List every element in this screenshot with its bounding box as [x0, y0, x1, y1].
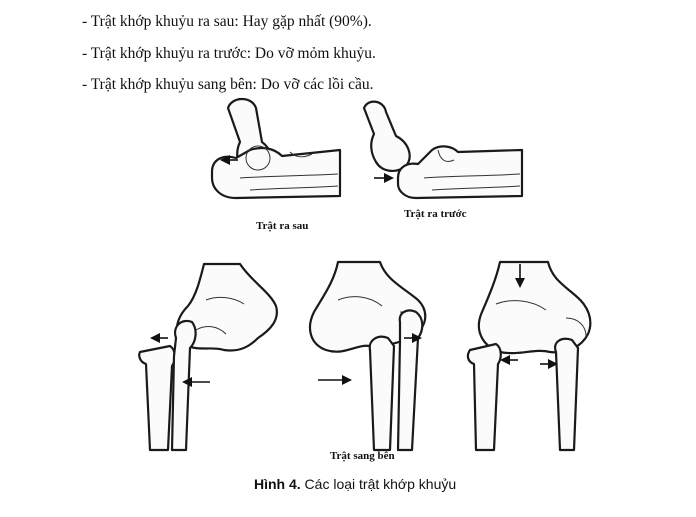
bullet-posterior: - Trật khớp khuỷu ra sau: Hay gặp nhất (… [82, 13, 372, 30]
bullet-lateral: - Trật khớp khuỷu sang bên: Do vỡ các lồ… [82, 76, 374, 93]
bullet-anterior: - Trật khớp khuỷu ra trước: Do vỡ mỏm kh… [82, 44, 376, 62]
caption-prefix: Hình 4. [254, 476, 301, 492]
elbow-dislocation-illustration [138, 97, 592, 452]
figure-caption: Hình 4. Các loại trật khớp khuỷu [254, 476, 456, 492]
lateral-dislocation-drawing-1 [138, 262, 278, 452]
caption-text: Các loại trật khớp khuỷu [300, 476, 457, 492]
label-posterior: Trật ra sau [256, 220, 309, 232]
anterior-dislocation-drawing [362, 100, 524, 200]
posterior-dislocation-drawing [210, 97, 342, 200]
label-lateral: Trật sang bên [330, 450, 395, 462]
bullet-list: - Trật khớp khuỷu ra sau: Hay gặp nhất (… [82, 6, 376, 101]
label-anterior: Trật ra trước [404, 208, 467, 220]
lateral-dislocation-drawing-2 [308, 260, 427, 452]
lateral-dislocation-drawing-3 [466, 260, 592, 452]
